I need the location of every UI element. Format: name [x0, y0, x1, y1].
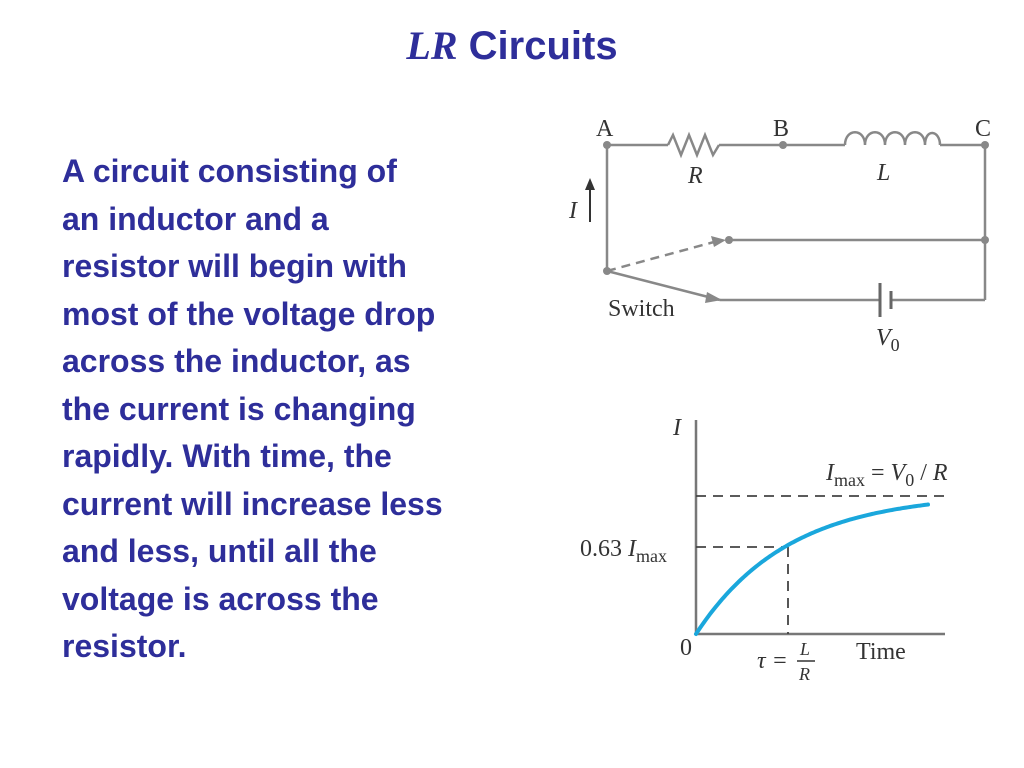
battery-label-subscript: 0	[891, 335, 900, 355]
body-line: A circuit consisting of	[62, 153, 397, 189]
switch-arrowhead-lower	[705, 292, 722, 303]
resistor-symbol	[666, 131, 721, 159]
switch-label: Switch	[608, 296, 675, 322]
imax-slash: /	[914, 460, 933, 486]
current-label: I	[568, 198, 578, 224]
switch-dashed-line	[606, 240, 715, 273]
body-line: the current is changing	[62, 390, 416, 427]
node-middle-left	[725, 236, 733, 244]
title-rest-part: Circuits	[468, 24, 618, 68]
imax-equals: =	[865, 460, 891, 486]
imax-v: V	[891, 460, 908, 486]
body-line: resistor will begin with	[62, 248, 407, 284]
tau-symbol: τ =	[757, 648, 788, 674]
node-switch-pivot	[603, 267, 611, 275]
current-rise-curve	[694, 502, 930, 636]
node-a-label: A	[596, 116, 614, 142]
battery-label-symbol: V	[876, 325, 893, 351]
body-line: across the inductor, as	[62, 343, 411, 379]
y-mark-i: I	[627, 536, 637, 562]
y-mark-coef: 0.63	[580, 536, 628, 562]
body-line: most of the voltage drop	[62, 295, 436, 332]
slide-title: LR Circuits	[0, 22, 1024, 69]
tau-numerator: L	[799, 639, 810, 659]
wire-bottom-left	[606, 269, 721, 302]
tau-denominator: R	[798, 664, 810, 684]
inductor-symbol	[843, 131, 942, 146]
body-paragraph: A circuit consisting of an inductor and …	[62, 148, 552, 671]
node-middle-right	[981, 236, 989, 244]
graph-y-axis-label: I	[672, 415, 682, 441]
graph-x-axis-label: Time	[856, 639, 906, 665]
battery-label: V0	[876, 325, 900, 355]
resistor-label: R	[687, 163, 703, 189]
y-mark-063-imax: 0.63 Imax	[580, 536, 667, 566]
node-c-dot	[981, 141, 989, 149]
imax-i: I	[825, 460, 835, 486]
body-line: resistor.	[62, 628, 187, 664]
inductor-label: L	[876, 160, 890, 186]
imax-equation-label: Imax = V0 / R	[825, 460, 948, 490]
imax-sub: max	[834, 470, 865, 490]
node-b-dot	[779, 141, 787, 149]
graph-origin-label: 0	[680, 635, 692, 661]
body-line: current will increase less	[62, 485, 443, 522]
node-c-label: C	[975, 116, 991, 142]
body-line: an inductor and a	[62, 200, 329, 237]
current-arrow-head	[585, 178, 595, 190]
y-mark-sub: max	[636, 546, 667, 566]
imax-r: R	[932, 460, 948, 486]
body-line: voltage is across the	[62, 580, 379, 617]
imax-v-sub: 0	[905, 470, 914, 490]
body-line: and less, until all the	[62, 533, 377, 569]
node-b-label: B	[773, 116, 789, 142]
body-line: rapidly. With time, the	[62, 438, 392, 474]
node-a-dot	[603, 141, 611, 149]
title-italic-part: LR	[406, 23, 458, 68]
switch-arrowhead-upper	[711, 236, 726, 247]
